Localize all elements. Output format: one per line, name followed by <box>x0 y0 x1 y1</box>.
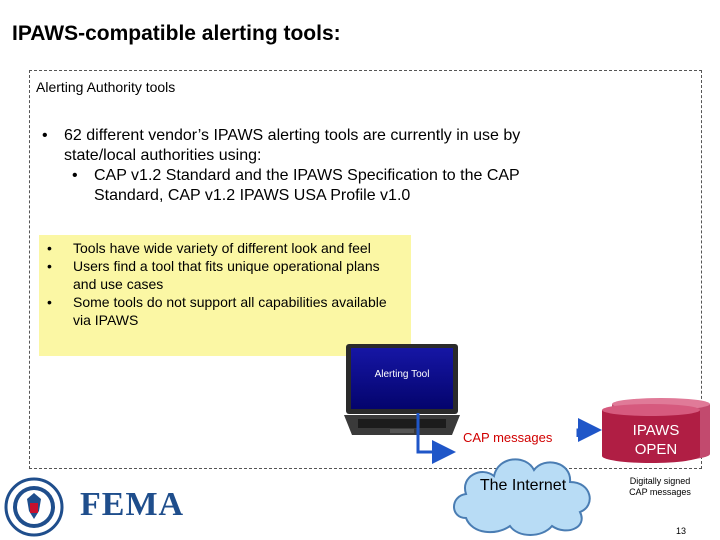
laptop-icon <box>344 344 460 435</box>
cloud-icon <box>453 458 591 536</box>
cap-messages-label: CAP messages <box>463 430 553 445</box>
note-item: Users find a tool that fits unique opera… <box>47 257 387 293</box>
signed-label-line-2: CAP messages <box>629 487 691 497</box>
database-cylinder-icon <box>602 398 710 463</box>
note-list: Tools have wide variety of different loo… <box>47 239 387 329</box>
frame-label: Alerting Authority tools <box>36 79 176 95</box>
alerting-authority-frame <box>29 70 702 469</box>
arrow-icon <box>576 418 602 442</box>
signed-label-line-1: Digitally signed <box>629 476 691 486</box>
signed-messages-label: Digitally signed CAP messages <box>606 476 714 498</box>
ipaws-label-line-1: IPAWS <box>632 422 680 439</box>
ipaws-open-label: IPAWS OPEN <box>612 421 700 459</box>
alerting-tool-label: Alerting Tool <box>374 369 430 380</box>
bullet-sub: CAP v1.2 Standard and the IPAWS Specific… <box>42 166 582 206</box>
bullet-list: 62 different vendor’s IPAWS alerting too… <box>42 126 582 206</box>
bullet-main: 62 different vendor’s IPAWS alerting too… <box>42 126 582 166</box>
note-item: Tools have wide variety of different loo… <box>47 239 387 257</box>
note-box: Tools have wide variety of different loo… <box>39 235 411 356</box>
page-number: 13 <box>676 526 687 536</box>
fema-logo-text: FEMA <box>80 486 185 523</box>
ipaws-label-line-2: OPEN <box>634 441 678 458</box>
internet-label: The Internet <box>479 477 567 494</box>
arrow-icon <box>416 413 456 464</box>
slide-title: IPAWS-compatible alerting tools: <box>12 22 341 45</box>
dhs-seal-icon <box>4 477 64 537</box>
note-item: Some tools do not support all capabiliti… <box>47 293 387 329</box>
